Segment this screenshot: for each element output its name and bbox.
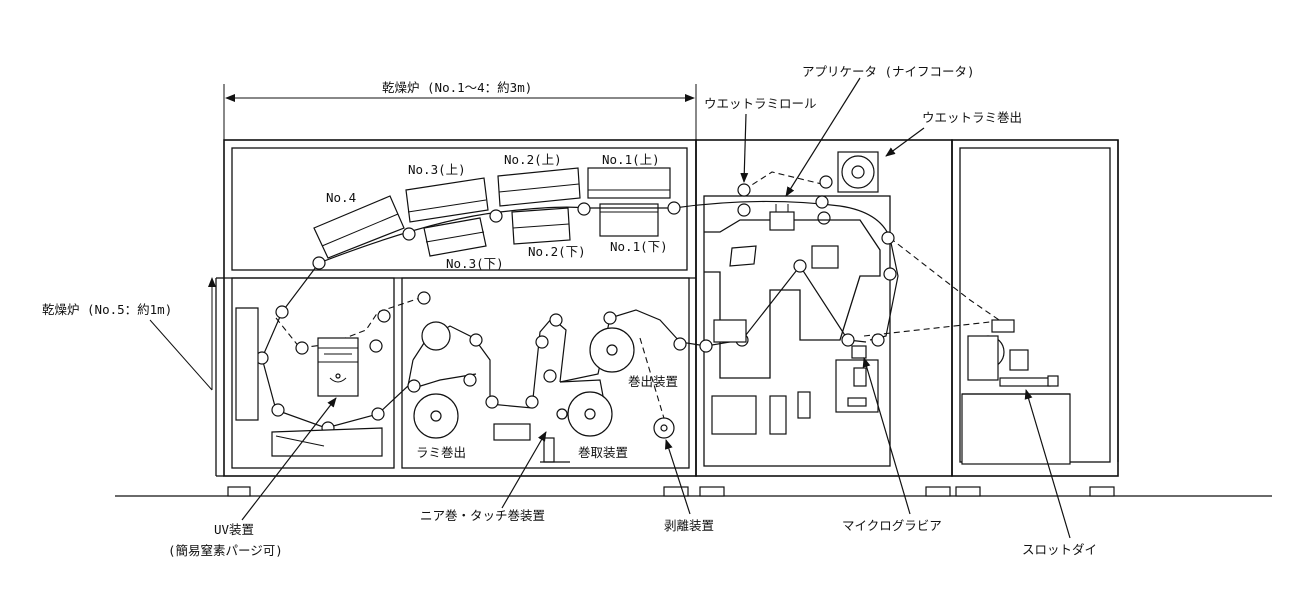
dryer-zone-no4 [313,195,405,259]
slot-die-label: スロットダイ [1022,542,1097,557]
lami-unwind-roll [413,321,459,439]
micro-gravure-label: マイクログラビア [842,518,942,533]
winder-label: 巻取装置 [578,445,628,460]
no4-label: No.4 [326,190,356,205]
no2-down-label: No.2(下) [528,244,586,259]
dryer-zone-no1-down [599,203,659,237]
dryer-zone-no3-down [423,217,487,257]
leader-uv [241,397,337,521]
coater-section-frame [695,139,1119,497]
slot-die-unit [961,319,1071,465]
uv-label-line1: UV装置 [214,522,254,537]
applicator-label: アプリケータ (ナイフコータ) [802,64,975,79]
leader-slot-die [1024,389,1071,539]
dryer5-dimension [149,277,216,391]
no3-up-label: No.3(上) [408,162,466,177]
nip-touch-device [493,408,570,463]
wet-lami-unwind-label: ウエットラミ巻出 [922,110,1022,125]
dryer-side-label: 乾燥炉 (No.5：約1m) [42,302,172,317]
winder-roll [567,391,613,437]
micro-gravure-unit [835,345,879,413]
leader-peel [664,439,691,515]
dryer-top-label: 乾燥炉 (No.1～4：約3m) [382,80,532,95]
dryer-zone-no3-up [405,177,489,223]
dryer-zone-no2-down [511,207,571,245]
wet-lami-unwind-roll [837,151,879,193]
leader-wet-lami-roll [740,113,749,183]
dryer-length-dimension [223,84,697,140]
peel-label: 剥離装置 [664,518,714,533]
leader-applicator [785,77,861,197]
no1-up-label: No.1(上) [602,152,660,167]
no2-up-label: No.2(上) [504,152,562,167]
leader-micro-gravure [862,357,911,515]
peel-roll [653,417,675,439]
coater-internals [704,204,881,435]
nip-touch-label: ニア巻・タッチ巻装置 [420,508,545,523]
uv-label-line2: (簡易窒素パージ可) [168,543,283,558]
side-dryer-parts [235,307,383,457]
wet-lami-roll-label: ウエットラミロール [704,96,817,111]
dryer-zone-no1-up [587,167,671,199]
unwind-roll [589,327,635,373]
uv-device [317,337,359,397]
no1-down-label: No.1(下) [610,239,668,254]
leader-nip-touch [501,431,547,509]
no3-down-label: No.3(下) [446,256,504,271]
dryer-zone-no2-up [497,167,581,207]
unwind-device-label: 巻出装置 [628,374,678,389]
lami-unwind-label: ラミ巻出 [416,445,466,460]
leader-wet-lami-unwind [885,127,925,157]
dryer-section-frame [215,139,697,497]
